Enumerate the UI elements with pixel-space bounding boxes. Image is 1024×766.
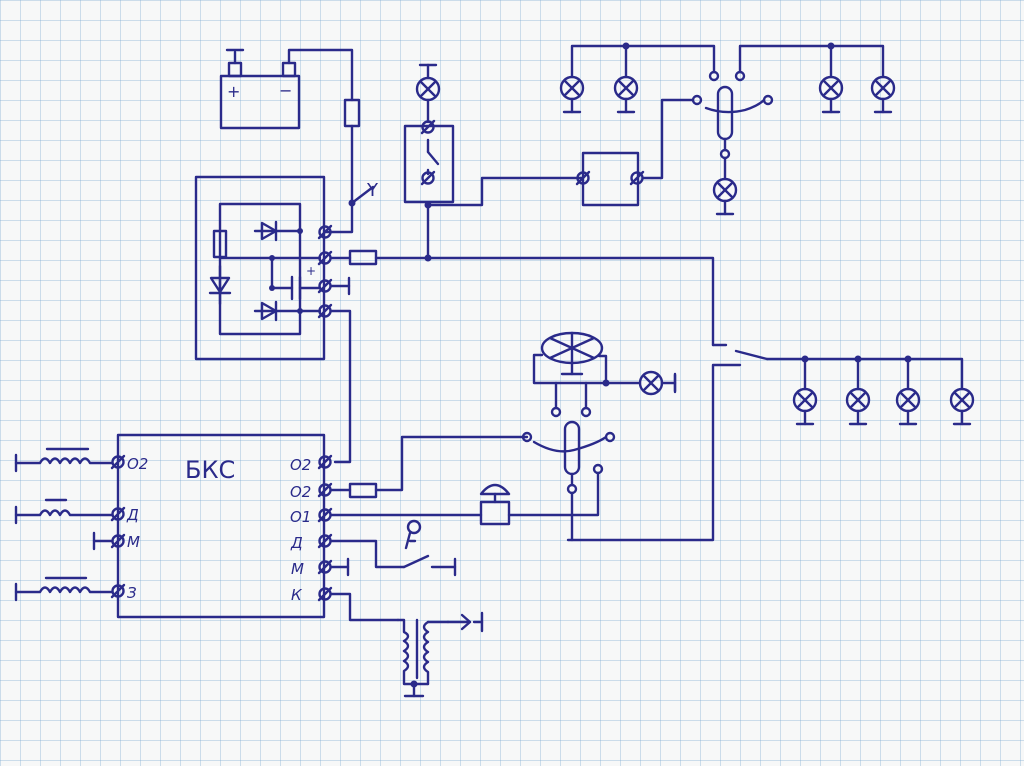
main-fuse xyxy=(343,98,361,128)
battery-minus-label: − xyxy=(279,81,292,100)
generator-coils xyxy=(14,447,114,602)
lt-3: М xyxy=(127,533,140,551)
fork-label: Y xyxy=(366,180,379,201)
lamp-top-2 xyxy=(613,75,639,114)
bks-unit: БКС xyxy=(116,433,326,619)
rt-2: О2 xyxy=(290,483,311,501)
lamp-right-3 xyxy=(895,387,921,426)
rectifier-regulator: + xyxy=(194,175,333,361)
switch-box xyxy=(403,124,455,204)
relay-box xyxy=(581,151,640,207)
lt-2: Д xyxy=(126,506,139,524)
rt-5: М xyxy=(291,560,304,578)
rt-3: О1 xyxy=(290,508,311,526)
lamp-right-1 xyxy=(792,387,818,426)
rt-4: Д xyxy=(290,534,303,552)
lamp-right-2 xyxy=(845,387,871,426)
light-switch-mid xyxy=(521,420,616,495)
battery-wire xyxy=(287,48,354,102)
indicator-lamp xyxy=(415,63,441,102)
lamp-mid xyxy=(638,370,677,396)
key-switch xyxy=(404,519,422,550)
right-terminals: О2 О2 О1 Д М К xyxy=(290,454,333,604)
lamp-right-4 xyxy=(949,387,975,426)
fuse-2 xyxy=(348,249,378,266)
unit-title: БКС xyxy=(185,456,235,484)
left-terminals: О2 Д М З xyxy=(110,454,148,602)
lt-1: О2 xyxy=(127,455,148,473)
lamp-top-3 xyxy=(818,75,844,114)
battery-plus-label: + xyxy=(227,82,240,101)
capacitor-plus-label: + xyxy=(306,264,316,278)
ignition-coil xyxy=(396,611,484,698)
horn-button xyxy=(479,483,511,526)
fuse-3 xyxy=(348,482,378,499)
lamp-top-4 xyxy=(870,75,896,114)
lt-4: З xyxy=(127,584,137,602)
headlight xyxy=(540,331,604,376)
battery: + − xyxy=(219,48,301,130)
light-switch-top xyxy=(691,85,774,180)
rt-1: О2 xyxy=(290,456,311,474)
lamp-top-1 xyxy=(559,75,585,114)
rt-6: К xyxy=(291,586,303,604)
